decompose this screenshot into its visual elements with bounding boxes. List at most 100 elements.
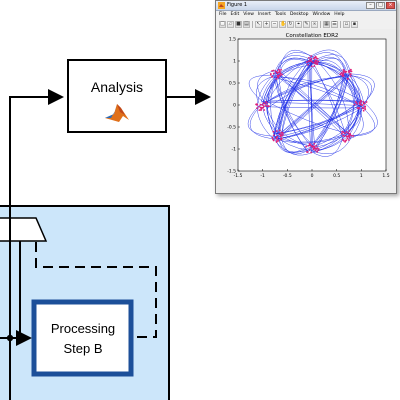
symbol-point [263, 109, 266, 111]
symbol-point [314, 59, 317, 62]
link-icon[interactable]: ∞ [311, 20, 318, 28]
symbol-point [258, 105, 260, 108]
open-icon[interactable]: ▱ [227, 20, 234, 28]
rotate-icon[interactable]: ↻ [287, 20, 294, 28]
trajectory-segment [273, 72, 314, 146]
symbol-point [356, 107, 359, 109]
symbol-point [276, 135, 279, 138]
y-tick-label: 0 [233, 103, 236, 109]
symbol-point [265, 104, 267, 107]
symbol-point [349, 73, 352, 75]
x-tick-label: -1.5 [234, 173, 243, 179]
symbol-point [272, 139, 275, 142]
processing-step-b-block[interactable]: Processing Step B [31, 299, 134, 377]
symbol-point [314, 55, 317, 58]
zoom-out-icon[interactable]: − [271, 20, 278, 28]
print-icon[interactable]: ▤ [243, 20, 250, 28]
processing-label-line2: Step B [63, 341, 102, 356]
symbol-point [349, 68, 352, 71]
menu-tools[interactable]: Tools [274, 12, 286, 17]
symbol-point [355, 101, 358, 104]
menu-window[interactable]: Window [312, 12, 331, 17]
junction-dot [16, 334, 24, 342]
figure-window[interactable]: Figure 1 – □ × File Edit View Insert Too… [215, 0, 397, 194]
symbol-point [261, 106, 263, 109]
menu-help[interactable]: Help [334, 12, 345, 17]
symbol-point [313, 147, 316, 149]
trajectory-segment [278, 60, 308, 135]
menu-file[interactable]: File [219, 12, 227, 17]
trajectory-segment [275, 71, 346, 138]
trajectory-segment [262, 59, 311, 106]
show-icon[interactable]: ▪ [351, 20, 358, 28]
y-tick-label: 1.5 [229, 37, 236, 43]
symbol-point [349, 70, 352, 72]
x-tick-label: 0 [311, 173, 314, 179]
symbol-point [265, 100, 267, 103]
symbol-point [364, 105, 367, 108]
symbol-point [312, 145, 314, 148]
symbol-point [271, 69, 274, 72]
figure-title: Figure 1 [227, 2, 248, 8]
symbol-point [275, 141, 278, 143]
trajectory-segment [275, 57, 309, 74]
symbol-point [350, 134, 353, 137]
menu-desktop[interactable]: Desktop [289, 12, 309, 17]
symbol-point [360, 100, 363, 103]
symbol-point [340, 132, 343, 135]
symbol-point [277, 75, 280, 77]
symbol-point [275, 70, 277, 73]
symbol-point [306, 151, 309, 153]
trajectory-segment [257, 73, 276, 139]
trajectory-segment [280, 74, 350, 135]
trajectory-segment [310, 137, 352, 154]
symbol-point [307, 56, 310, 59]
new-icon[interactable]: □ [219, 20, 226, 28]
pan-icon[interactable]: ✋ [279, 20, 287, 28]
minimize-button[interactable]: – [366, 2, 375, 9]
trajectory-segment [274, 106, 361, 135]
symbol-point [308, 149, 311, 151]
analysis-block[interactable]: Analysis [67, 59, 167, 133]
symbol-point [259, 103, 262, 106]
trajectory-segment [278, 76, 364, 109]
toolbar-separator [320, 20, 321, 28]
trajectory-segment [274, 101, 361, 138]
zoom-in-icon[interactable]: + [263, 20, 270, 28]
datacursor-icon[interactable]: ⌖ [295, 20, 302, 28]
menu-insert[interactable]: Insert [257, 12, 271, 17]
symbol-point [362, 100, 365, 103]
pointer-icon[interactable]: ↖ [255, 20, 262, 28]
hide-icon[interactable]: ▫ [343, 20, 350, 28]
symbol-point [262, 106, 265, 109]
maximize-button[interactable]: □ [376, 2, 385, 9]
menu-view[interactable]: View [243, 12, 254, 17]
save-icon[interactable]: ■ [235, 20, 242, 28]
trajectory-segment [278, 73, 309, 154]
trajectory-segment [311, 62, 362, 104]
close-button[interactable]: × [386, 2, 395, 9]
symbol-point [342, 69, 345, 71]
trajectory-segment [307, 77, 349, 151]
figure-menubar: File Edit View Insert Tools Desktop Wind… [216, 11, 396, 19]
symbol-point [266, 102, 268, 104]
menu-edit[interactable]: Edit [230, 12, 240, 17]
symbol-point [316, 63, 319, 65]
brush-icon[interactable]: ✎ [303, 20, 310, 28]
trajectory-segment [314, 75, 347, 148]
figure-titlebar[interactable]: Figure 1 – □ × [216, 1, 396, 11]
symbol-point [277, 76, 280, 79]
symbol-point [315, 144, 318, 147]
y-tick-label: -1 [232, 147, 237, 153]
symbol-point [316, 61, 318, 63]
symbol-point [344, 140, 347, 142]
symbol-point [356, 102, 358, 105]
colorbar-icon[interactable]: ▦ [323, 20, 330, 28]
symbol-point [271, 136, 274, 139]
symbol-point [348, 130, 351, 132]
legend-icon[interactable]: ☰ [331, 20, 338, 28]
symbol-point [279, 138, 282, 141]
